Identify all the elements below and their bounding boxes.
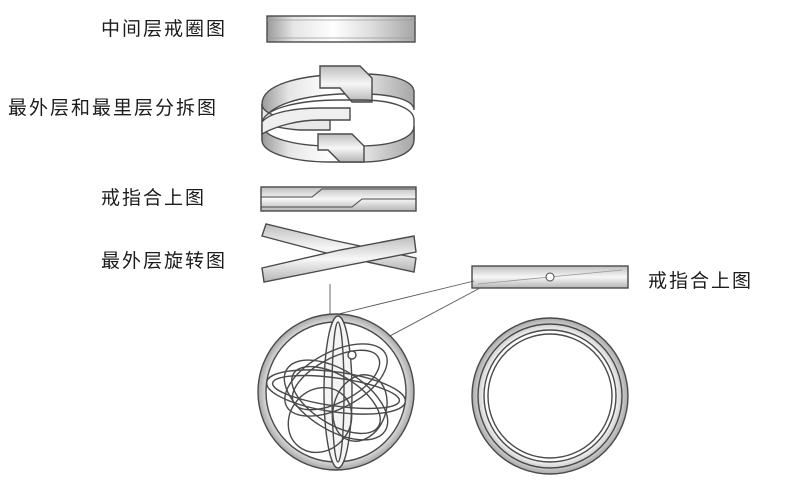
closed-ring-figure	[471, 317, 629, 475]
exploded-rings-figure	[261, 65, 415, 163]
outer-rotated-figure	[261, 223, 417, 283]
label-closed-top: 戒指合上图	[101, 187, 207, 209]
label-outer-inner-exploded: 最外层和最里层分拆图	[8, 97, 219, 119]
middle-ring-figure	[266, 15, 416, 43]
label-middle-ring: 中间层戒圈图	[101, 18, 228, 40]
closed-top-figure	[260, 186, 417, 212]
gyro-ring-figure	[257, 313, 415, 471]
label-outer-rotated: 最外层旋转图	[101, 250, 228, 272]
closed-side-band-figure	[471, 265, 629, 289]
label-closed-side: 戒指合上图	[648, 270, 754, 292]
